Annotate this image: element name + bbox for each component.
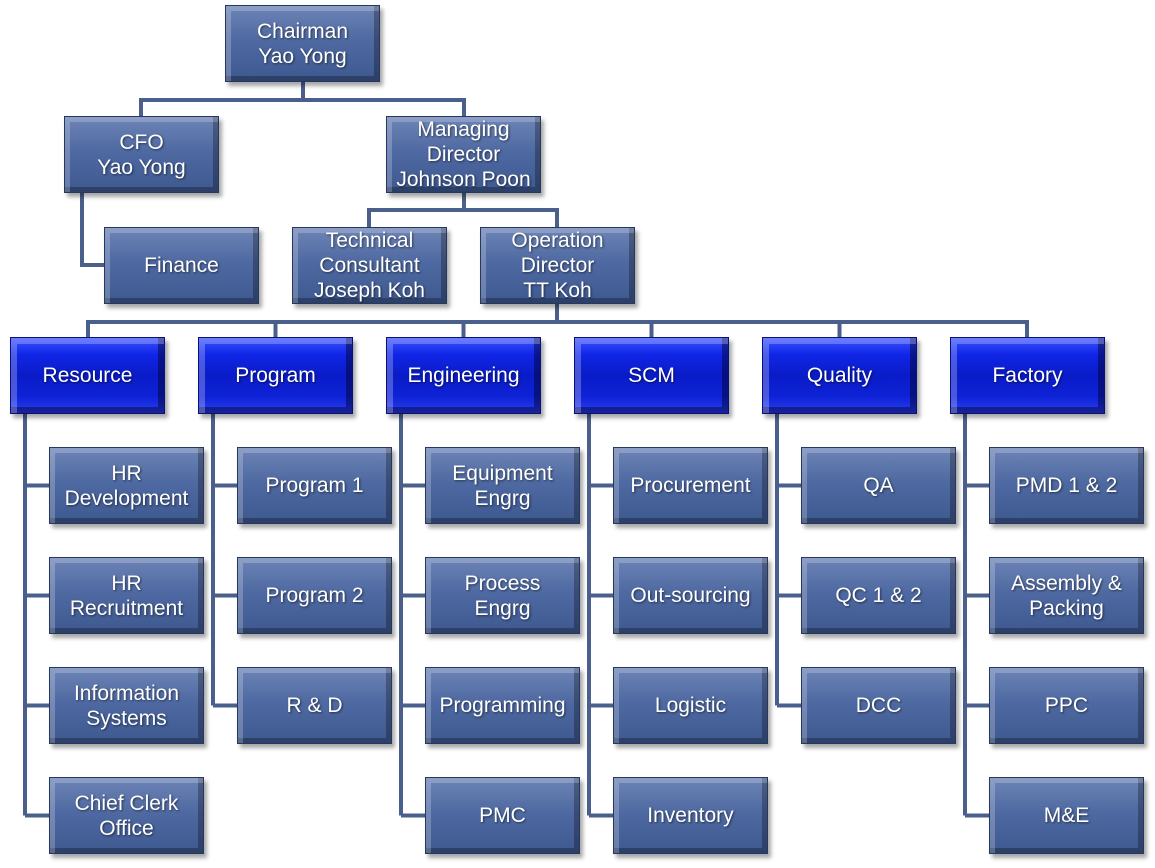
box-child: Program 1 [237, 447, 392, 524]
box-label-line: DCC [855, 694, 902, 717]
box-child: Out-sourcing [613, 557, 768, 634]
box-label-line: Procurement [630, 474, 751, 497]
box-label-line: Operation [511, 229, 604, 252]
box-label-line: Program 1 [265, 474, 364, 497]
box-label-line: Director [426, 143, 501, 166]
box-child: PPC [989, 667, 1144, 744]
box-label-line: Engineering [407, 364, 520, 387]
box-label-line: Engrg [474, 596, 531, 620]
connector-cfo-finance [80, 193, 104, 267]
box-label-line: QA [863, 474, 894, 497]
box-label-line: Chief Clerk [74, 791, 179, 815]
box-label-line: Equipment [452, 461, 553, 485]
box-child: Assembly &Packing [989, 557, 1144, 634]
box-child: Programming [425, 667, 580, 744]
box-label-line: PMC [479, 804, 526, 827]
box-label-line: Managing [417, 118, 510, 141]
box-child: Procurement [613, 447, 768, 524]
box-label-line: PPC [1044, 694, 1089, 717]
box-department: Program [198, 337, 353, 414]
box-label-line: Johnson Poon [396, 168, 531, 191]
box-department: Factory [950, 337, 1105, 414]
box-department: Quality [762, 337, 917, 414]
box-department: Engineering [386, 337, 541, 414]
box-label-line: Development [64, 486, 189, 510]
box-label-line: Director [520, 254, 595, 277]
connector-chairman-bus [139, 98, 466, 117]
box-label-line: R & D [286, 694, 343, 717]
box-child: M&E [989, 777, 1144, 854]
box-label-line: SCM [628, 364, 675, 387]
box-label-line: Office [99, 816, 154, 840]
box-department: Resource [10, 337, 165, 414]
box-department: SCM [574, 337, 729, 414]
box-child: DCC [801, 667, 956, 744]
box-label-line: Out-sourcing [630, 584, 751, 607]
box-label-line: Assembly & [1011, 571, 1122, 595]
box-label-line: Chairman [256, 19, 349, 43]
box-label-line: Quality [806, 364, 873, 387]
box-child: QC 1 & 2 [801, 557, 956, 634]
box-label-line: Logistic [654, 694, 727, 717]
box-label-line: Programming [439, 694, 566, 717]
box-label-line: Systems [86, 706, 167, 730]
box-label-line: Packing [1029, 596, 1104, 620]
box-label-line: Yao Yong [97, 155, 186, 179]
box-label-line: HR [111, 571, 142, 595]
box-label-line: Engrg [474, 486, 531, 510]
box-child: Program 2 [237, 557, 392, 634]
box-label-line: Program 2 [265, 584, 364, 607]
box-finance: Finance [104, 227, 259, 304]
box-label-line: Finance [144, 254, 219, 277]
box-label-line: Process [464, 571, 541, 595]
box-label-line: M&E [1043, 804, 1090, 827]
box-child: PMD 1 & 2 [989, 447, 1144, 524]
box-label-line: Resource [42, 364, 133, 387]
box-label-line: TT Koh [523, 279, 592, 302]
box-label-line: Joseph Koh [314, 279, 425, 302]
box-label-line: Technical [325, 229, 414, 252]
box-child: Inventory [613, 777, 768, 854]
connector-md-bus [367, 208, 559, 227]
box-label-line: Recruitment [69, 596, 184, 620]
box-label-line: Inventory [647, 804, 734, 827]
box-child: PMC [425, 777, 580, 854]
box-child: QA [801, 447, 956, 524]
box-label-line: CFO [119, 130, 164, 154]
box-label-line: HR [111, 461, 142, 485]
box-label-line: Yao Yong [258, 44, 347, 68]
box-label-line: Factory [992, 364, 1063, 387]
box-label-line: QC 1 & 2 [835, 584, 922, 607]
box-child: Logistic [613, 667, 768, 744]
box-label-line: Consultant [319, 254, 420, 277]
box-label-line: Information [73, 681, 180, 705]
box-child: R & D [237, 667, 392, 744]
box-label-line: Program [235, 364, 316, 387]
connector-department-bus [86, 320, 1029, 339]
box-label-line: PMD 1 & 2 [1015, 474, 1118, 497]
